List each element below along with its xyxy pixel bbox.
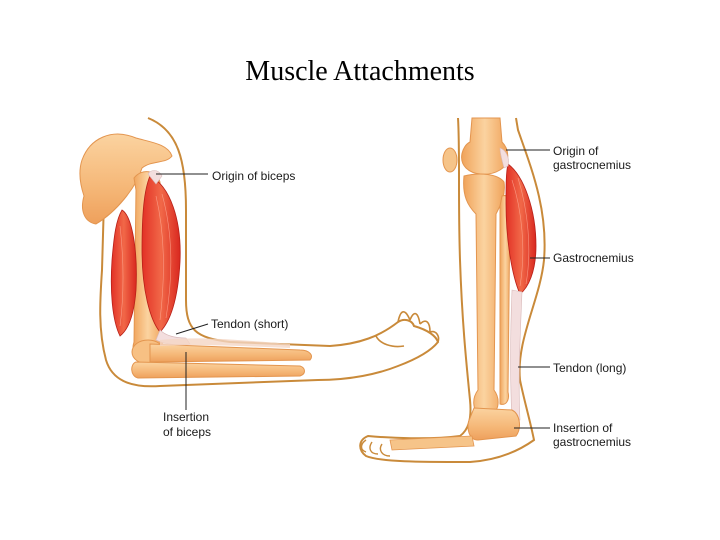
radius-bone — [149, 343, 313, 363]
gastrocnemius-striations — [511, 177, 530, 287]
label-insertion-of-line2: gastrocnemius — [553, 435, 631, 449]
label-tendon-short: Tendon (short) — [211, 317, 288, 331]
label-insertion-line2: of biceps — [163, 425, 211, 439]
ulna-bone — [131, 361, 305, 379]
label-origin-of-biceps: Origin of biceps — [212, 169, 295, 183]
forearm-muscle — [160, 338, 290, 348]
label-tendon-long: Tendon (long) — [553, 361, 626, 375]
arm-illustration: Origin of biceps Tendon (short) Insertio… — [79, 117, 440, 439]
patella-bone — [442, 147, 458, 173]
arm-skin-outline — [99, 117, 440, 388]
label-gastrocnemius: Gastrocnemius — [553, 251, 634, 265]
label-insertion-of-line1: Insertion of — [553, 421, 613, 435]
gastrocnemius-origin-tendon — [499, 147, 509, 169]
foot-metatarsal — [389, 435, 475, 451]
slide-title: Muscle Attachments — [245, 56, 475, 87]
gastrocnemius-muscle — [505, 163, 537, 295]
femur-bone — [461, 117, 509, 175]
foot-bones — [467, 407, 520, 441]
label-origin-line2: gastrocnemius — [553, 158, 631, 172]
label-insertion-line1: Insertion — [163, 410, 209, 424]
brachialis-muscle — [110, 209, 137, 337]
leg-skin-outline — [359, 117, 546, 464]
label-origin-line1: Origin of — [553, 144, 599, 158]
leg-illustration: Origin of gastrocnemius Gastrocnemius Te… — [359, 117, 634, 464]
tibia-bone — [463, 173, 505, 415]
hand-outline — [375, 311, 440, 348]
leader-tendon-short — [175, 323, 209, 335]
achilles-tendon — [510, 289, 523, 423]
scapula-bone — [79, 133, 173, 225]
biceps-striations — [119, 193, 172, 327]
toes-outline — [360, 439, 391, 457]
